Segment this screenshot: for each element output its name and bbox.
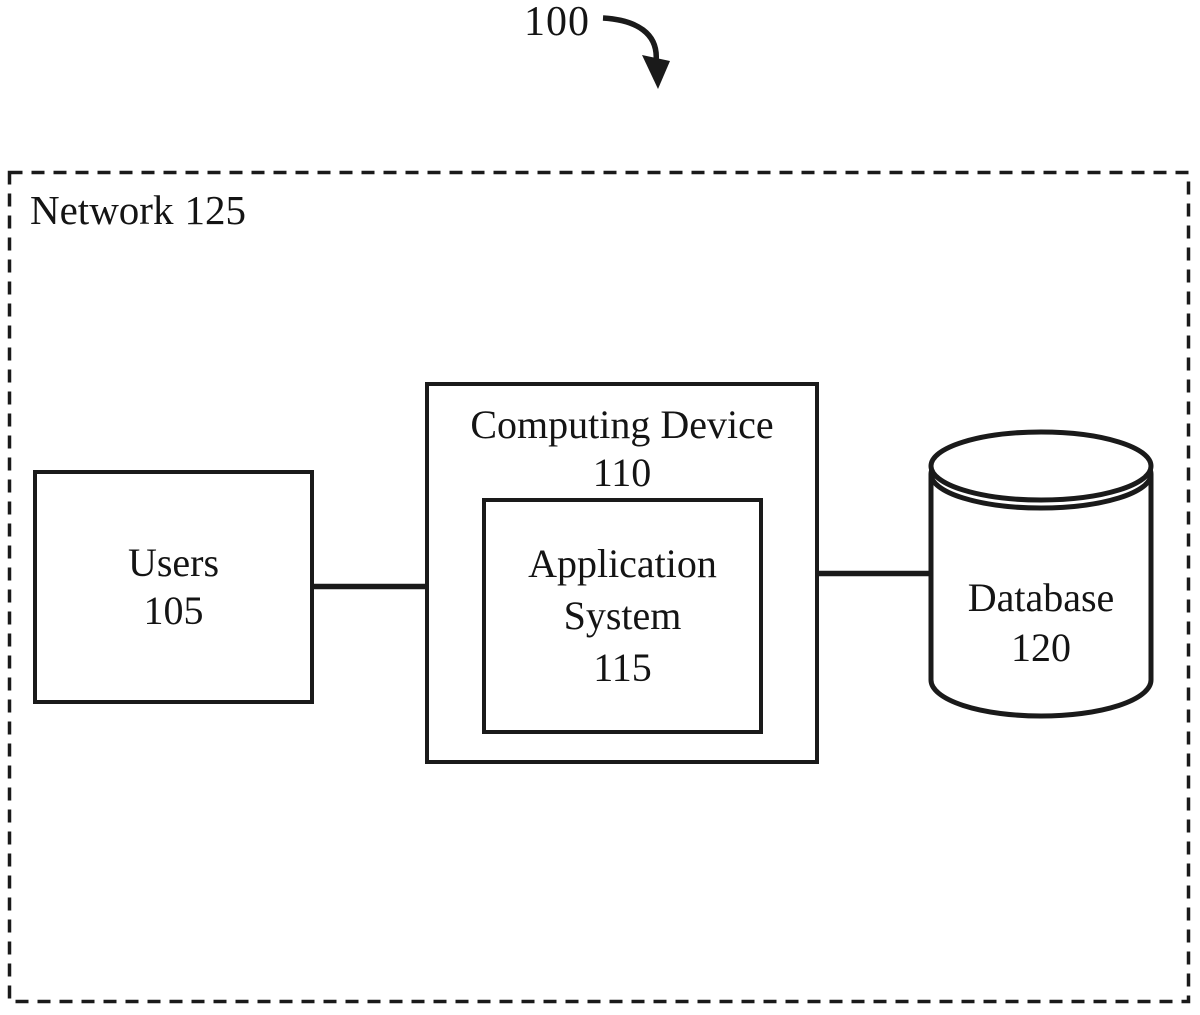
network-boundary (7, 170, 1191, 1004)
node-users: Users 105 (33, 470, 314, 704)
database-cylinder-top (928, 429, 1154, 503)
users-label: Users (127, 540, 220, 585)
application-system-label: Application System (528, 541, 717, 638)
node-application-system: Application System 115 (482, 498, 763, 734)
computing-device-ref: 110 (592, 450, 652, 495)
application-system-ref: 115 (593, 645, 652, 690)
database-ref: 120 (1011, 625, 1071, 670)
network-name: Network (30, 187, 174, 233)
figure-ref-label: 100 (524, 0, 590, 45)
figure-ref-arrow (602, 15, 659, 63)
database-cylinder-body (928, 474, 1154, 719)
computing-device-title: Computing Device 110 (429, 386, 815, 497)
database-label: Database (967, 575, 1115, 620)
database-cylinder (928, 429, 1154, 719)
node-database-text: Database 120 (925, 573, 1157, 673)
computing-device-label: Computing Device (470, 402, 774, 447)
users-ref: 105 (143, 588, 204, 633)
figure-ref-arrowhead (642, 55, 670, 89)
network-ref: 125 (184, 187, 246, 233)
